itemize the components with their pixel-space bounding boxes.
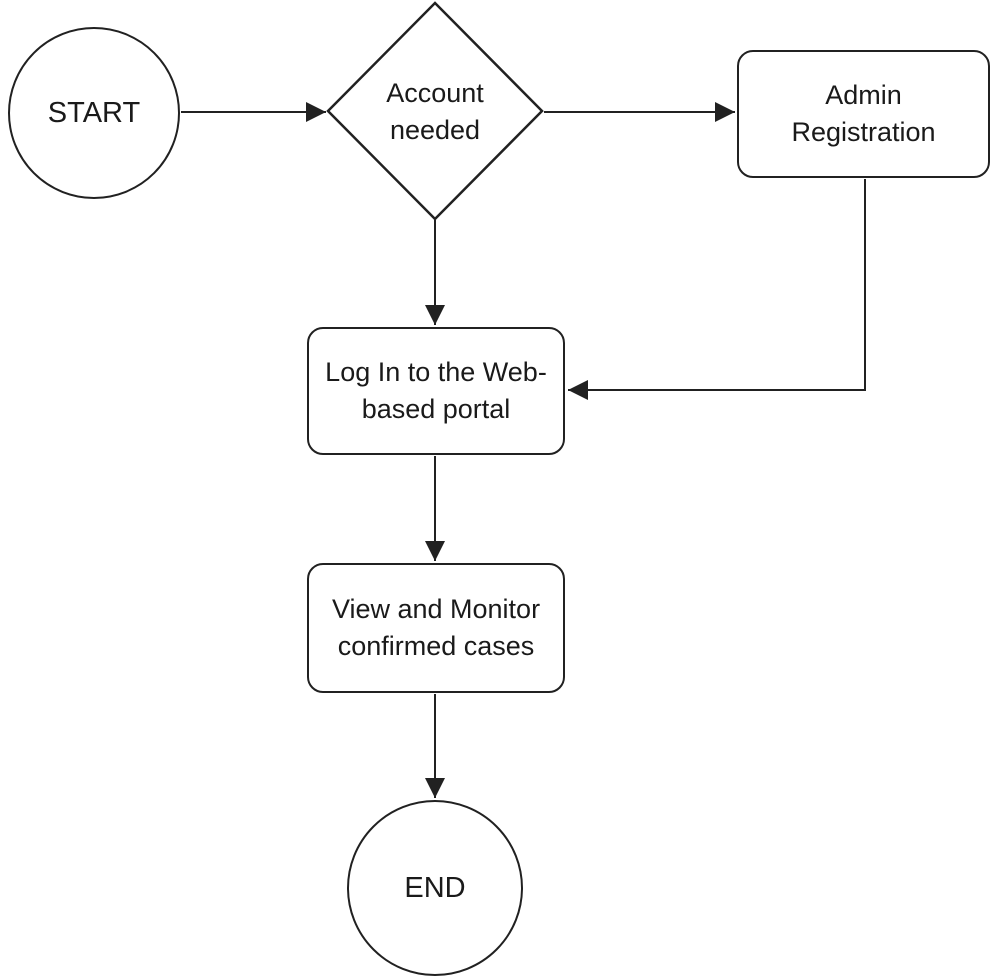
decision-label-line1: Account [386, 78, 484, 108]
node-end-terminal: END [347, 800, 523, 976]
edge-admin-to-login [568, 179, 866, 400]
node-view-monitor-cases: View and Monitor confirmed cases [307, 563, 565, 693]
view-label-line1: View and Monitor [331, 594, 541, 624]
view-label-line2: confirmed cases [337, 631, 535, 661]
decision-diamond-shape [326, 1, 544, 221]
node-admin-registration: Admin Registration [737, 50, 990, 178]
decision-label-line2: needed [389, 115, 481, 145]
login-label-line1: Log In to the Web- [325, 357, 547, 387]
node-decision-account-needed: Account needed [335, 73, 535, 151]
admin-label-line1: Admin [825, 80, 902, 110]
node-start-terminal: START [8, 27, 180, 199]
login-label-line2: based portal [361, 394, 511, 424]
start-label: START [47, 96, 141, 129]
node-login-portal: Log In to the Web- based portal [307, 327, 565, 455]
end-label: END [404, 871, 466, 904]
admin-label-line2: Registration [791, 117, 936, 147]
